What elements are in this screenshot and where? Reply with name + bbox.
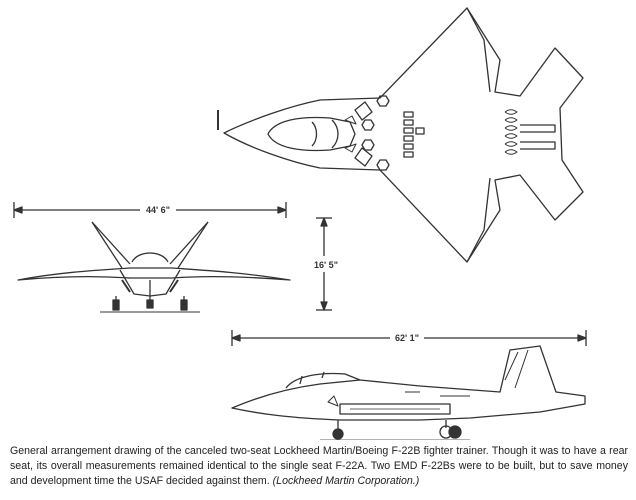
top-view-outline <box>223 7 584 263</box>
wingspan-label: 44' 6" <box>146 205 170 215</box>
front-view-wing <box>17 267 291 281</box>
side-view-fuselage <box>231 345 586 421</box>
height-label: 16' 5" <box>314 260 338 270</box>
caption-credit: (Lockheed Martin Corporation.) <box>272 475 420 487</box>
canopy-outline <box>267 116 356 152</box>
front-view <box>13 202 332 313</box>
general-arrangement-drawing: 44' 6" 16' 5" 62' 1" <box>13 7 587 440</box>
top-view <box>223 7 584 263</box>
side-view <box>231 330 587 440</box>
caption-text: General arrangement drawing of the cance… <box>10 445 628 487</box>
length-label: 62' 1" <box>395 333 419 343</box>
figure-caption: General arrangement drawing of the cance… <box>10 444 628 489</box>
